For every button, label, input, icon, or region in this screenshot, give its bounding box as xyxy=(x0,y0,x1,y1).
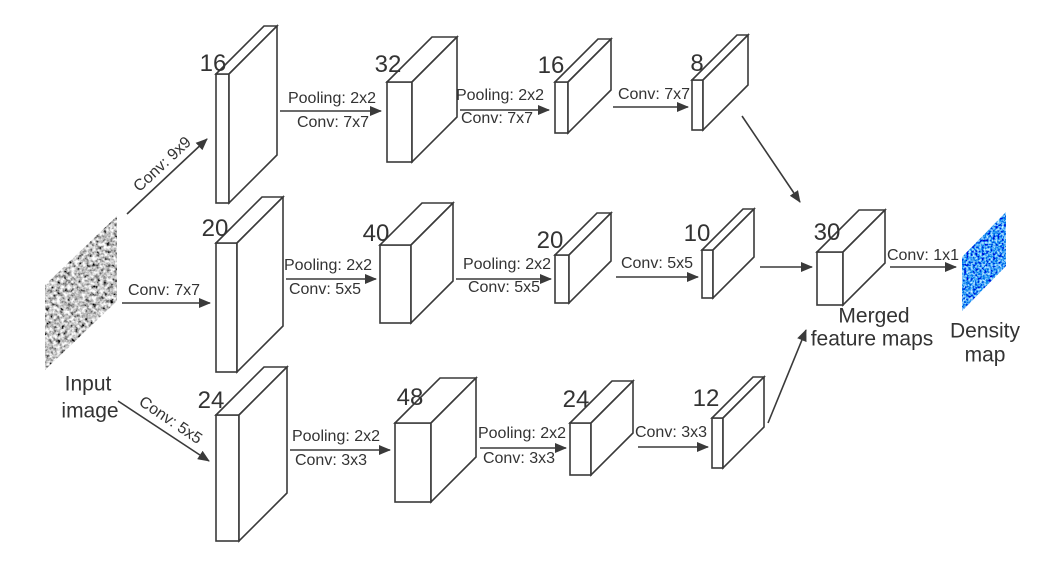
feature-box-48-branch3 xyxy=(393,376,478,504)
arrow-input-branch3 xyxy=(117,400,210,462)
branch1-stage3-channels: 16 xyxy=(537,52,565,79)
merged-channels: 30 xyxy=(813,219,841,246)
branch2-stage3-channels: 20 xyxy=(536,227,564,254)
arrow-input-branch1 xyxy=(126,138,208,215)
arrow-b3-merge xyxy=(767,329,807,424)
arrows xyxy=(117,102,957,462)
branch1-stage3-conv-label: Conv: 7x7 xyxy=(460,110,534,127)
branch3-stage2-pool-label: Pooling: 2x2 xyxy=(291,428,381,445)
branch3-stage2-conv-label: Conv: 3x3 xyxy=(294,452,368,469)
branch1-stage2-conv-label: Conv: 7x7 xyxy=(296,114,370,131)
feature-box-10-branch2 xyxy=(700,207,756,300)
density-map-label-line1: Density xyxy=(949,319,1021,343)
branch2-stage4-channels: 10 xyxy=(683,220,711,247)
branch3-stage4-channels: 12 xyxy=(692,385,720,412)
feature-box-8-branch1 xyxy=(690,33,750,132)
branch1-stage2-channels: 32 xyxy=(374,51,402,78)
branch2-stage2-conv-label: Conv: 5x5 xyxy=(288,281,362,298)
merged-label-line1: Merged xyxy=(838,304,910,328)
branch2-stage3-conv-label: Conv: 5x5 xyxy=(467,279,541,296)
branch2-stage2-pool-label: Pooling: 2x2 xyxy=(283,257,373,274)
branch1-stage3-pool-label: Pooling: 2x2 xyxy=(455,87,545,104)
branch1-stage1-channels: 16 xyxy=(199,50,227,77)
branch2-input-conv-label: Conv: 7x7 xyxy=(127,282,201,299)
arrow-b1-merge xyxy=(741,115,801,203)
feature-box-20b-branch2 xyxy=(553,211,613,305)
feature-box-12-branch3 xyxy=(710,375,766,470)
feature-box-16b-branch1 xyxy=(553,37,613,135)
feature-box-24-branch3 xyxy=(214,365,289,543)
density-map-label-line2: map xyxy=(964,343,1006,367)
feature-box-16-branch1 xyxy=(214,24,279,205)
branch3-stage1-channels: 24 xyxy=(197,387,225,414)
branch3-stage3-conv-label: Conv: 3x3 xyxy=(482,450,556,467)
branch1-stage4-conv-label: Conv: 7x7 xyxy=(617,86,691,103)
feature-box-24b-branch3 xyxy=(568,379,635,477)
feature-box-20-branch2 xyxy=(214,195,285,374)
feature-box-32-branch1 xyxy=(385,35,459,164)
branch1-stage2-pool-label: Pooling: 2x2 xyxy=(287,90,377,107)
input-image xyxy=(45,216,117,370)
branch3-stage4-conv-label: Conv: 3x3 xyxy=(634,424,708,441)
branch2-stage3-pool-label: Pooling: 2x2 xyxy=(462,256,552,273)
branch1-stage4-channels: 8 xyxy=(690,50,704,77)
branch2-stage4-conv-label: Conv: 5x5 xyxy=(620,255,694,272)
branch2-stage1-channels: 20 xyxy=(201,215,229,242)
output-conv-label: Conv: 1x1 xyxy=(886,247,960,264)
branch3-stage2-channels: 48 xyxy=(396,384,424,411)
branch3-stage3-channels: 24 xyxy=(562,386,590,413)
branch3-stage3-pool-label: Pooling: 2x2 xyxy=(477,425,567,442)
merged-feature-box-30 xyxy=(815,208,887,307)
density-map-image xyxy=(962,212,1006,311)
feature-box-40-branch2 xyxy=(378,201,455,325)
branch2-stage2-channels: 40 xyxy=(362,220,390,247)
input-label-line1: Input xyxy=(64,372,112,396)
input-label-line2: image xyxy=(61,399,119,423)
merged-label-line2: feature maps xyxy=(810,327,934,351)
